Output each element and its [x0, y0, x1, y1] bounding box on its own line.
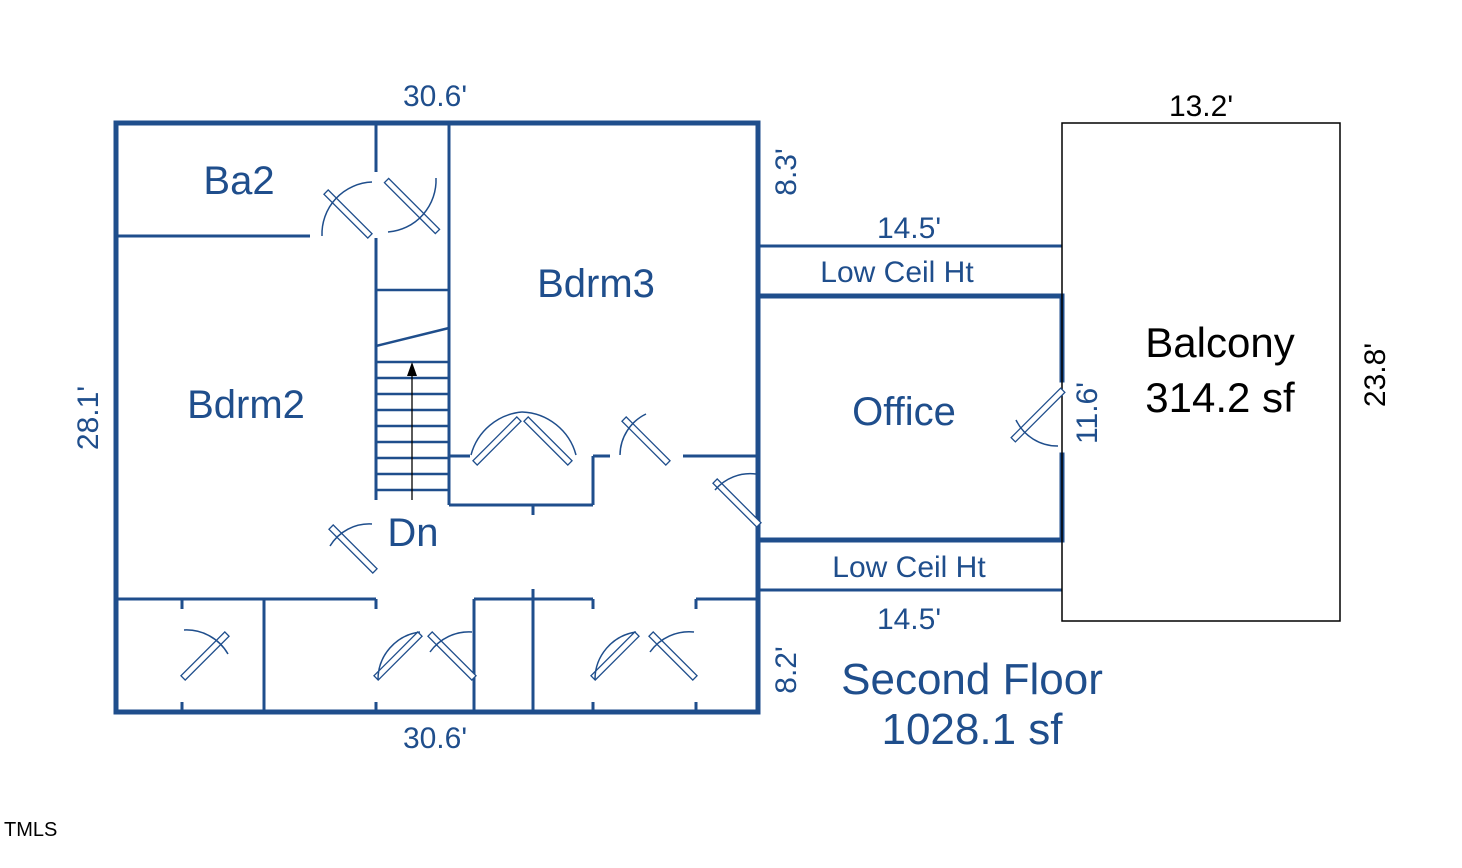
floor-area: 1028.1 sf [881, 705, 1063, 754]
watermark: TMLS [4, 819, 57, 841]
floor-name: Second Floor [841, 655, 1103, 704]
stairs-label: Dn [387, 511, 438, 555]
room-label-office: Office [852, 390, 956, 434]
room-labels: Ba2 Bdrm2 Bdrm3 Office Dn Low Ceil Ht Lo… [187, 159, 1295, 754]
balcony-outline [1061, 122, 1341, 622]
balcony-area: 314.2 sf [1145, 374, 1295, 421]
door-office-balcony [1010, 387, 1066, 447]
low-ceiling-label-bottom: Low Ceil Ht [832, 551, 986, 584]
dimension-top-width: 30.6' [403, 80, 467, 113]
dimension-left-height: 28.1' [72, 386, 105, 450]
dimension-balcony-height: 23.8' [1359, 343, 1392, 407]
dimension-right-lower: 8.2' [770, 646, 803, 693]
dimension-low-ceil-top: 14.5' [877, 212, 941, 245]
door-bdrm2 [328, 523, 378, 574]
dimension-balcony-width: 13.2' [1169, 90, 1233, 123]
staircase [375, 288, 450, 500]
balcony-name: Balcony [1145, 319, 1294, 366]
door-ba2 [321, 177, 441, 239]
dimension-low-ceil-bottom: 14.5' [877, 603, 941, 636]
room-label-bdrm3: Bdrm3 [537, 262, 655, 306]
dimension-right-upper: 8.3' [770, 148, 803, 195]
dimension-labels: 30.6' 30.6' 28.1' 8.3' 8.2' 11.6' 14.5' … [72, 80, 1392, 755]
room-label-ba2: Ba2 [203, 159, 274, 203]
low-ceiling-label-top: Low Ceil Ht [820, 256, 974, 289]
door-bottom-closets [180, 629, 698, 681]
door-office-hall [712, 472, 762, 528]
doors [180, 177, 1066, 681]
dimension-office-depth: 11.6' [1071, 382, 1104, 444]
outer-walls [113, 120, 761, 715]
room-label-bdrm2: Bdrm2 [187, 383, 305, 427]
door-bdrm3-closet [470, 411, 671, 466]
dimension-bottom-width: 30.6' [403, 722, 467, 755]
